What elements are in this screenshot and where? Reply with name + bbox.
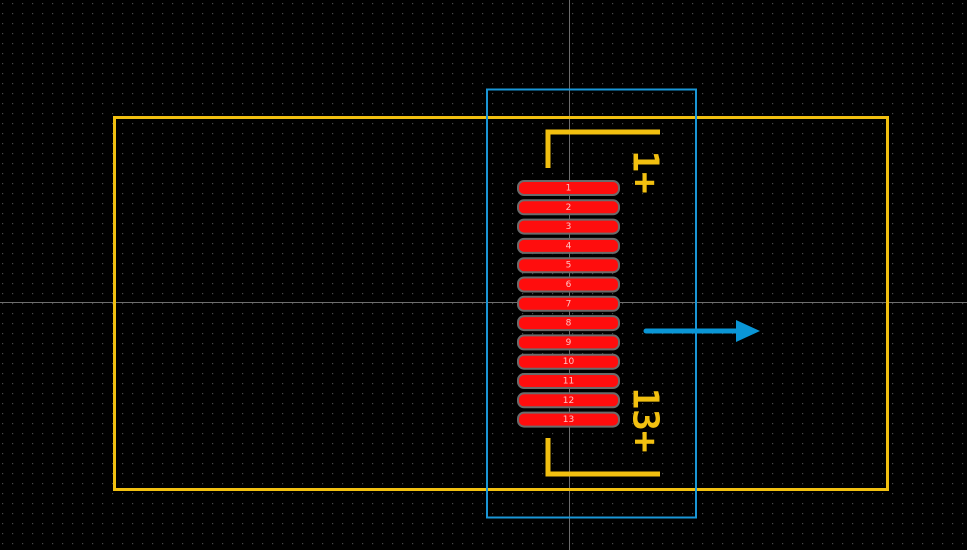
pad[interactable]: 8	[517, 315, 620, 332]
pad[interactable]: 12	[517, 392, 620, 409]
pad-shape	[517, 199, 620, 216]
pad-number: 2	[566, 203, 572, 213]
pad-shape	[517, 353, 620, 370]
pad[interactable]: 6	[517, 276, 620, 293]
pad-shape	[517, 373, 620, 389]
pad-shape	[517, 315, 620, 332]
pad-shape	[517, 276, 620, 293]
pad-number: 9	[566, 338, 572, 348]
pad-number: 5	[566, 261, 572, 271]
pad-number: 1	[566, 184, 572, 194]
pad-number: 6	[566, 280, 572, 290]
silkscreen-label-first-pin: 1+	[625, 150, 666, 193]
silkscreen-bracket-bottom	[545, 438, 660, 477]
courtyard-outline[interactable]	[486, 88, 697, 519]
pad[interactable]: 5	[517, 257, 620, 274]
pad[interactable]: 1	[517, 180, 620, 196]
pad[interactable]: 10	[517, 353, 620, 370]
pad[interactable]: 4	[517, 237, 620, 254]
pad[interactable]: 11	[517, 373, 620, 389]
pad-shape	[517, 237, 620, 254]
pad-shape	[517, 334, 620, 351]
pad-shape	[517, 295, 620, 312]
silkscreen-label-last-pin: 13+	[625, 387, 666, 452]
pad-shape	[517, 392, 620, 409]
pad[interactable]: 3	[517, 218, 620, 235]
pad-number: 3	[566, 222, 572, 232]
pad-number: 13	[563, 415, 574, 425]
pad-number: 8	[566, 319, 572, 329]
pad[interactable]: 13	[517, 411, 620, 428]
pad[interactable]: 9	[517, 334, 620, 351]
pad-shape	[517, 218, 620, 235]
pad[interactable]: 7	[517, 295, 620, 312]
pad[interactable]: 2	[517, 199, 620, 216]
right-arrow-icon	[643, 320, 760, 342]
pad-number: 4	[566, 241, 572, 251]
pad-shape	[517, 257, 620, 274]
pad-shape	[517, 411, 620, 428]
component-outline[interactable]	[113, 116, 889, 491]
pad-number: 7	[566, 299, 572, 309]
silkscreen-bracket-top	[545, 129, 660, 168]
pad-shape	[517, 180, 620, 196]
pad-number: 11	[563, 377, 574, 387]
pad-number: 10	[563, 357, 575, 367]
pad-number: 12	[563, 396, 574, 406]
